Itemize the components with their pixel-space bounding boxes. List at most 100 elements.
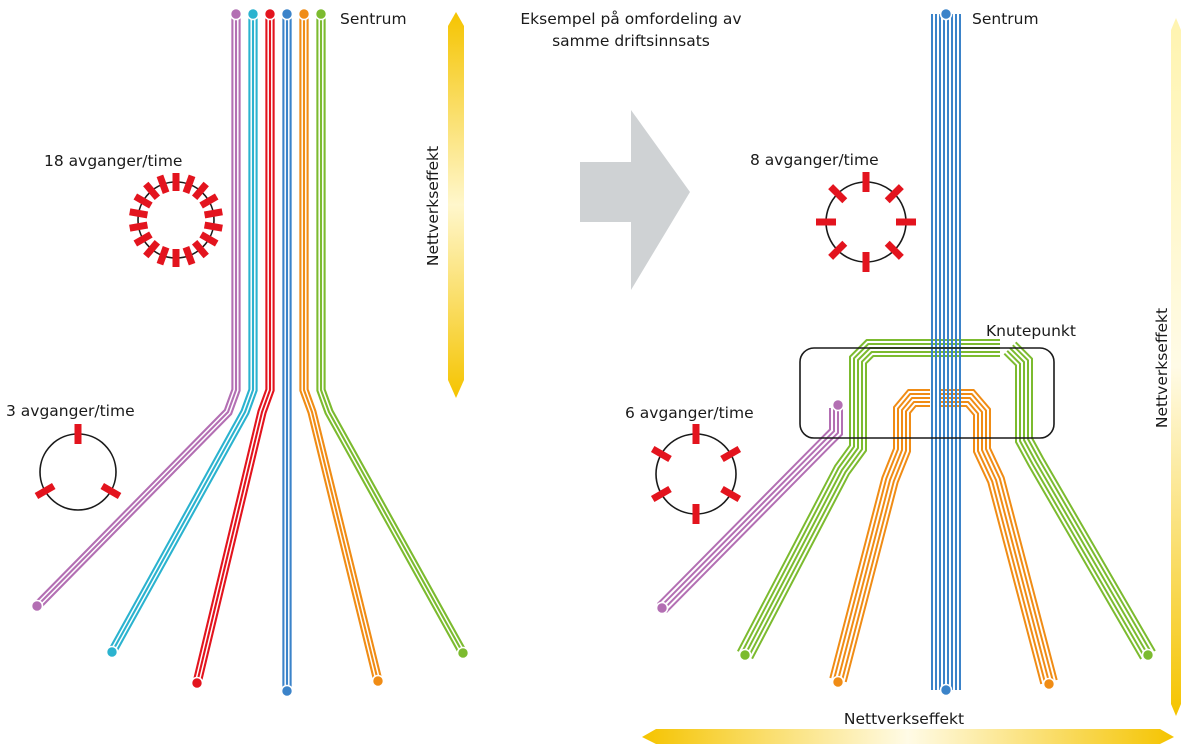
left-route-end-dot (190, 676, 204, 690)
left-clock-high-tick (182, 174, 196, 194)
left-network-effect-label: Nettverkseffekt (424, 146, 442, 266)
left-clock-high-tick (143, 181, 161, 201)
right-purple-end-dot (655, 601, 669, 615)
network-effect-arrow-bottom (642, 729, 1174, 744)
right-clock-high-tick (862, 172, 870, 192)
right-route-orange-right (940, 389, 1058, 685)
right-route-orange-left-line (837, 397, 930, 681)
right-route-orange-right-line (940, 393, 1054, 682)
right-route-orange-right-line (940, 397, 1050, 683)
right-network-effect-horizontal-label: Nettverkseffekt (844, 710, 964, 728)
left-route-4-line (306, 14, 383, 681)
left-clock-low-tick (74, 424, 82, 444)
left-route-3 (282, 14, 292, 691)
right-purple-top-dot (831, 398, 845, 412)
left-clock-high-tick (133, 231, 153, 247)
right-blue-end-dot (939, 683, 953, 697)
left-route-1-line (114, 14, 258, 655)
right-clock-high-tick (884, 184, 904, 204)
left-clock-low-face (39, 433, 117, 511)
left-route-0-line (36, 14, 238, 607)
left-clock-high-tick (199, 193, 219, 209)
right-clock-low-face (655, 433, 737, 515)
transition-arrow (580, 110, 690, 290)
right-route-green-left-line (747, 351, 1000, 658)
left-route-2-line (195, 14, 272, 684)
right-clock-low-tick (720, 445, 742, 463)
right-route-green-right-line (1003, 352, 1142, 660)
right-clock-high-tick (862, 252, 870, 272)
left-route-start-dot (246, 7, 260, 21)
right-hub-label: Knutepunkt (986, 322, 1076, 340)
left-route-5-line (316, 14, 461, 656)
right-route-purple-line (665, 408, 843, 613)
network-effect-arrow-left (448, 12, 464, 398)
right-route-orange-left-line (833, 393, 930, 680)
right-clock-high-tick (828, 240, 848, 260)
left-route-1-line (111, 14, 255, 653)
right-freq-low-label: 6 avganger/time (625, 404, 754, 422)
right-clock-high-tick (896, 218, 916, 226)
left-route-2 (192, 14, 275, 685)
left-clock-high-tick (203, 221, 223, 232)
network-effect-arrow-right-vertical (1171, 18, 1181, 716)
station-dots (30, 7, 1155, 698)
right-route-blue (931, 14, 961, 690)
right-route-green-left-line (740, 343, 1000, 654)
left-route-end-dot (105, 645, 119, 659)
left-center-label: Sentrum (340, 10, 407, 28)
left-route-5-line (319, 14, 464, 654)
right-clock-high-tick (816, 218, 836, 226)
left-freq-high-label: 18 avganger/time (44, 152, 182, 170)
left-freq-low-label: 3 avganger/time (6, 402, 135, 420)
left-route-2-line (199, 14, 275, 685)
right-green-end-dot (1141, 648, 1155, 662)
left-clock-high-tick (191, 239, 209, 259)
left-clock-high (129, 173, 223, 267)
right-clock-low-tick (692, 504, 700, 524)
left-route-end-dot (30, 599, 44, 613)
right-route-green-left-line (737, 339, 1000, 652)
right-network-effect-vertical-label: Nettverkseffekt (1153, 308, 1171, 428)
right-orange-end-dot (1042, 677, 1056, 691)
title-line-1: Eksempel på omfordeling av (520, 10, 741, 28)
right-green-end-dot (738, 648, 752, 662)
left-route-end-dot (456, 646, 470, 660)
left-clock-high-tick (172, 249, 180, 267)
right-clock-high-tick (828, 184, 848, 204)
left-clock-high-tick (156, 246, 170, 266)
left-route-network (33, 14, 468, 691)
left-route-5 (316, 14, 468, 656)
left-route-start-dot (229, 7, 243, 21)
frequency-clocks (34, 172, 916, 524)
left-clock-high-tick (133, 193, 153, 209)
left-route-end-dot (280, 684, 294, 698)
right-route-purple-line (659, 408, 835, 608)
right-route-orange-left-line (844, 405, 930, 683)
left-clock-low (34, 424, 122, 511)
left-clock-high-tick (203, 208, 223, 219)
right-route-network (656, 14, 1156, 690)
left-clock-high-tick (182, 246, 196, 266)
right-clock-low-tick (692, 424, 700, 444)
right-clock-low-tick (720, 485, 742, 503)
left-clock-high-tick (172, 173, 180, 191)
left-clock-high-tick (199, 231, 219, 247)
left-route-4-line (299, 14, 376, 683)
left-route-0-line (38, 14, 241, 610)
right-route-orange-left (829, 389, 930, 683)
left-clock-high-tick (129, 221, 149, 232)
left-route-end-dot (371, 674, 385, 688)
right-route-orange-right-line (940, 405, 1043, 685)
left-route-1 (107, 14, 258, 655)
left-clock-high-tick (129, 208, 149, 219)
right-route-purple-line (656, 408, 831, 605)
left-route-0 (33, 14, 241, 610)
left-clock-high-tick (191, 181, 209, 201)
right-route-green-right-line (1006, 350, 1146, 658)
left-clock-low-tick (34, 482, 56, 500)
right-clock-low-tick (650, 445, 672, 463)
right-clock-high-tick (884, 240, 904, 260)
right-route-green-right-line (1009, 347, 1149, 656)
left-route-1-line (107, 14, 251, 651)
